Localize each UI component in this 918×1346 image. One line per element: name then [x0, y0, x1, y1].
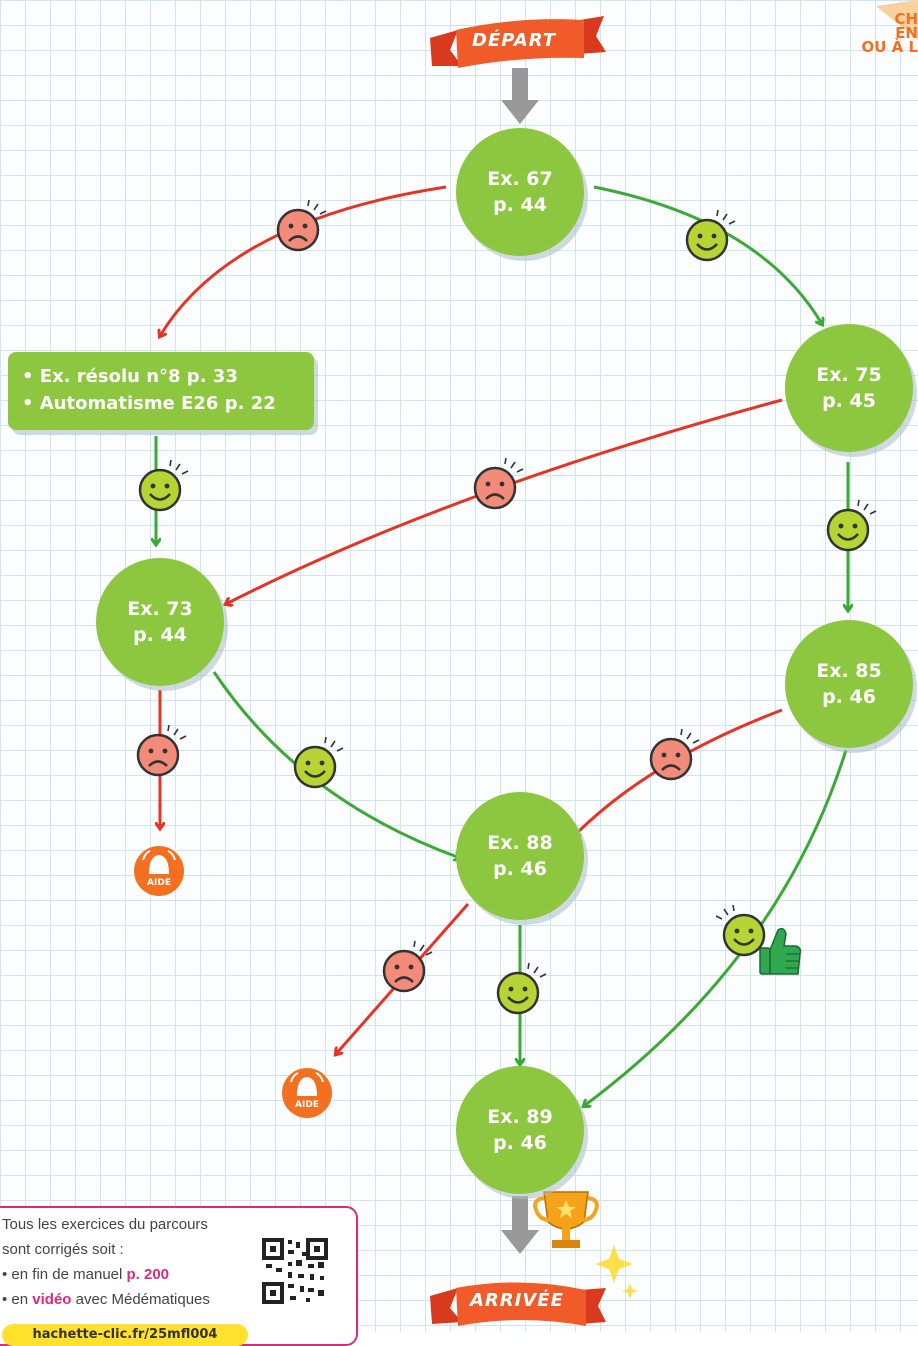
start-arrow	[501, 68, 539, 124]
start-label: DÉPART	[472, 30, 557, 51]
correction-info-box: Tous les exercices du parcours sont corr…	[0, 1206, 358, 1346]
link-73-88	[212, 671, 460, 858]
node-ex89: Ex. 89 p. 46	[456, 1066, 584, 1194]
happy-face-icon	[715, 904, 766, 957]
node-ex73-page: p. 44	[133, 624, 187, 646]
aide-badge: AIDE	[282, 1068, 332, 1118]
trophy-icon	[533, 1191, 599, 1248]
node-ex88-exercise: Ex. 88	[487, 832, 553, 854]
aide-badge: AIDE	[134, 846, 184, 896]
link-67-box	[160, 185, 447, 336]
bell-icon	[142, 850, 176, 874]
video-link[interactable]: hachette-clic.fr/25mfl004	[2, 1324, 248, 1346]
corner-title: CH EN OU À L	[861, 10, 918, 56]
info-line-2: sont corrigés soit :	[2, 1241, 124, 1258]
node-ex67-exercise: Ex. 67	[487, 168, 553, 190]
happy-face-icon	[826, 499, 877, 552]
bell-icon	[290, 1072, 324, 1096]
node-ex75-exercise: Ex. 75	[816, 364, 882, 386]
help-box-line-2: • Automatisme E26 p. 22	[22, 393, 276, 414]
info-line-1: Tous les exercices du parcours	[2, 1216, 208, 1233]
end-banner	[430, 1282, 606, 1326]
info-line-4: • en vidéo avec Médématiques	[2, 1291, 210, 1308]
node-ex75-page: p. 45	[822, 390, 876, 412]
node-ex85-exercise: Ex. 85	[816, 660, 882, 682]
sad-face-icon	[649, 728, 700, 781]
sad-face-icon	[382, 940, 433, 993]
node-ex67: Ex. 67 p. 44	[456, 128, 584, 256]
node-ex88-page: p. 46	[493, 858, 547, 880]
sad-face-icon	[276, 199, 327, 252]
end-label: ARRIVÉE	[470, 1290, 564, 1311]
link-85-89	[584, 749, 848, 1106]
node-ex89-page: p. 46	[493, 1132, 547, 1154]
corner-decoration	[876, 0, 918, 40]
sparkle-icon	[622, 1283, 638, 1299]
aide-label: AIDE	[147, 878, 171, 888]
sparkle-icon	[595, 1245, 633, 1283]
info-line-3: • en fin de manuel p. 200	[2, 1266, 169, 1283]
corner-line-1: CH	[894, 10, 918, 28]
help-box-line-1: • Ex. résolu n°8 p. 33	[22, 366, 238, 387]
sad-face-icon	[473, 457, 524, 510]
link-67-75	[593, 185, 822, 324]
node-ex73: Ex. 73 p. 44	[96, 558, 224, 686]
info-page-ref: p. 200	[126, 1266, 170, 1283]
happy-face-icon	[685, 209, 736, 262]
aide-label: AIDE	[295, 1100, 319, 1110]
happy-face-icon	[496, 962, 547, 1015]
node-ex75: Ex. 75 p. 45	[785, 324, 913, 452]
sad-face-icon	[136, 724, 187, 777]
corner-line-3: OU À L	[861, 38, 918, 56]
node-ex88: Ex. 88 p. 46	[456, 792, 584, 920]
corner-line-2: EN	[895, 24, 918, 42]
node-ex85-page: p. 46	[822, 686, 876, 708]
end-arrow	[501, 1196, 539, 1254]
start-banner	[430, 16, 606, 68]
happy-face-icon	[293, 736, 344, 789]
node-ex73-exercise: Ex. 73	[127, 598, 193, 620]
info-line-3-text: • en fin de manuel	[2, 1266, 127, 1283]
thumbs-up-icon	[759, 927, 802, 975]
help-box: • Ex. résolu n°8 p. 33 • Automatisme E26…	[8, 352, 314, 430]
node-ex85: Ex. 85 p. 46	[785, 620, 913, 748]
qr-code-icon[interactable]	[262, 1238, 328, 1304]
info-line-4-tail: avec Médématiques	[71, 1291, 210, 1308]
happy-face-icon	[138, 459, 189, 512]
info-line-4-text: • en	[2, 1291, 33, 1308]
info-video-word: vidéo	[32, 1291, 72, 1308]
node-ex67-page: p. 44	[493, 194, 547, 216]
node-ex89-exercise: Ex. 89	[487, 1106, 553, 1128]
